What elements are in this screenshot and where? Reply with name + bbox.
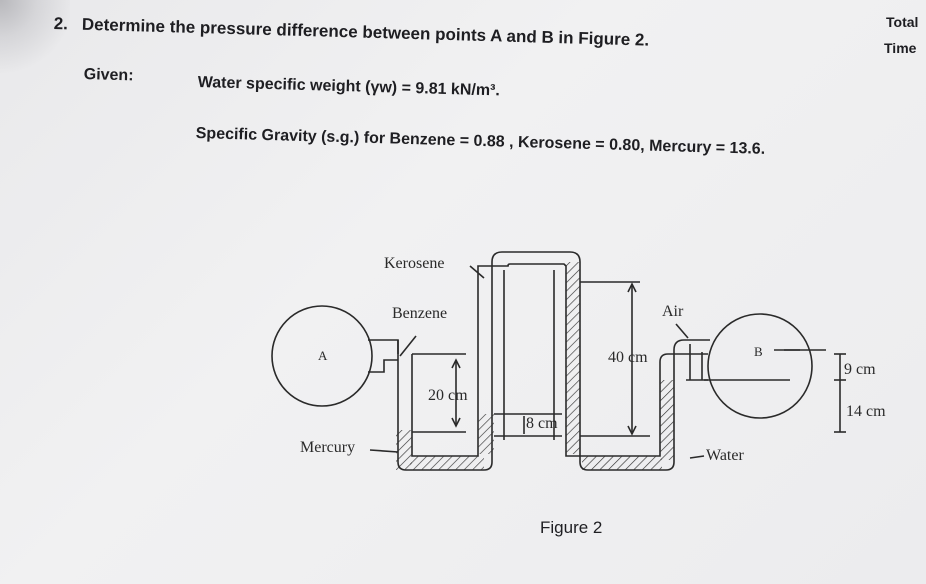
tube-1-inner bbox=[411, 263, 708, 457]
label-point-b: B bbox=[754, 344, 763, 359]
hatch-left bbox=[396, 430, 412, 470]
dim-20-arrowhead-bottom bbox=[451, 417, 461, 428]
tube-top-inner bbox=[503, 270, 555, 440]
leader-water bbox=[689, 455, 705, 459]
label-air: Air bbox=[662, 303, 684, 320]
label-water: Water bbox=[706, 447, 744, 464]
figure-caption: Figure 2 bbox=[540, 518, 603, 537]
dim-40-arrowhead-bottom bbox=[627, 425, 637, 436]
pipe-b-circle bbox=[707, 313, 813, 419]
leader-kerosene bbox=[469, 265, 485, 279]
label-mercury: Mercury bbox=[300, 439, 355, 456]
label-dim-8: 8 cm bbox=[526, 415, 558, 432]
connector-b bbox=[686, 344, 708, 381]
label-benzene: Benzene bbox=[392, 305, 447, 322]
leader-mercury bbox=[369, 449, 399, 453]
leader-air bbox=[675, 323, 689, 339]
label-point-a: A bbox=[318, 348, 328, 363]
label-dim-20: 20 cm bbox=[428, 387, 468, 404]
paper-corner-shadow bbox=[0, 0, 70, 80]
hatch-mid-2 bbox=[566, 262, 580, 454]
label-dim-9: 9 cm bbox=[844, 361, 876, 378]
tube-1 bbox=[397, 251, 710, 471]
label-kerosene: Kerosene bbox=[384, 255, 444, 272]
hatch-right bbox=[660, 380, 674, 460]
label-dim-40: 40 cm bbox=[608, 349, 648, 366]
dim-20-arrowhead-top bbox=[451, 358, 461, 369]
corner-total-text: Total bbox=[886, 14, 919, 30]
hatch-bottom-2 bbox=[582, 456, 662, 470]
hatch-bottom-1 bbox=[410, 456, 484, 470]
dim-40-arrowhead-top bbox=[627, 282, 637, 293]
corner-time-text: Time bbox=[884, 40, 917, 56]
label-dim-14: 14 cm bbox=[846, 403, 886, 420]
pipe-a-circle bbox=[271, 305, 373, 407]
hatch-mid-1 bbox=[478, 414, 494, 454]
leader-benzene bbox=[399, 335, 417, 357]
